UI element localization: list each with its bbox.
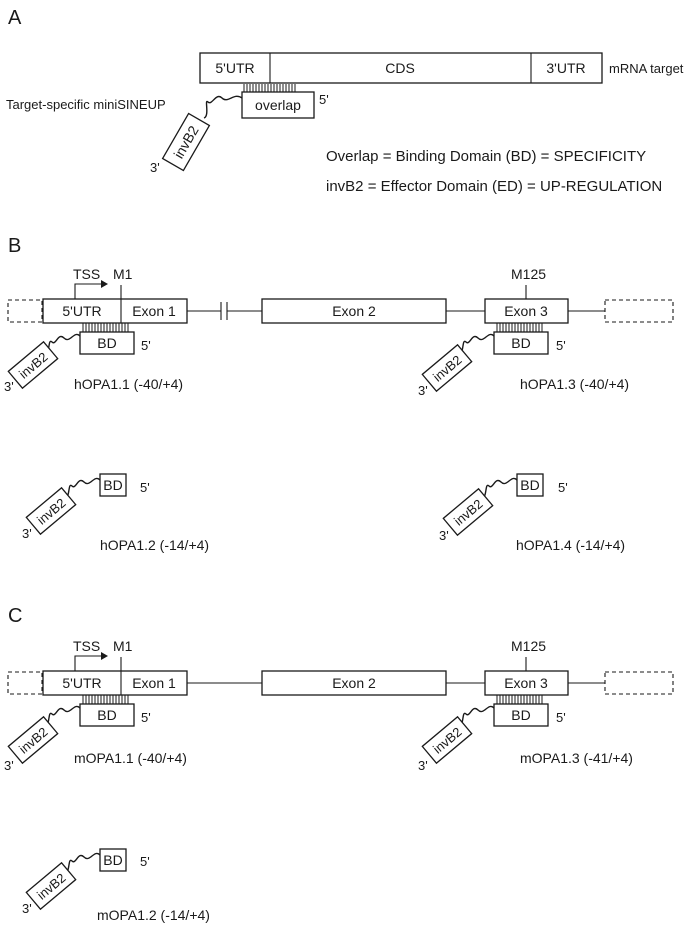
panel-a-letter: A <box>8 7 22 29</box>
exon2-label: Exon 2 <box>332 675 376 691</box>
exon3-label: Exon 3 <box>504 675 548 691</box>
construct-hopa1-4: BD 5' invB2 3' hOPA1.4 (-14/+4) <box>439 474 625 553</box>
tss-arrow-line <box>75 656 101 671</box>
exon3-label: Exon 3 <box>504 303 548 319</box>
three-prime-label: 3' <box>4 758 14 773</box>
mouse-opa1-gene: 5'UTR Exon 1 Exon 2 Exon 3 TSS M1 M125 <box>8 638 673 695</box>
panel-a: A 5'UTR CDS 3'UTR mRNA target overlap 5'… <box>6 7 684 195</box>
construct-hopa1-2: BD 5' invB2 3' hOPA1.2 (-14/+4) <box>22 474 209 553</box>
five-prime-label: 5' <box>140 480 150 495</box>
construct-label: Target-specific miniSINEUP <box>6 97 166 112</box>
upstream-dashed-box <box>8 300 42 322</box>
construct-hopa1-3: BD 5' invB2 3' hOPA1.3 (-40/+4) <box>418 323 629 398</box>
linker-squiggle <box>66 478 100 498</box>
invb2-element: invB2 <box>8 342 57 388</box>
tss-label: TSS <box>73 638 100 654</box>
invb2-element: invB2 <box>422 717 471 763</box>
exon2-label: Exon 2 <box>332 303 376 319</box>
m1-label: M1 <box>113 638 133 654</box>
invb2-definition: invB2 = Effector Domain (ED) = UP-REGULA… <box>326 178 662 195</box>
mrna-target: 5'UTR CDS 3'UTR mRNA target <box>200 53 684 83</box>
five-prime-label: 5' <box>556 710 566 725</box>
tss-arrow-head <box>101 280 108 288</box>
construct-name: hOPA1.2 (-14/+4) <box>100 537 209 553</box>
five-prime-label: 5' <box>558 480 568 495</box>
construct-name: mOPA1.1 (-40/+4) <box>74 750 187 766</box>
three-prime-label: 3' <box>418 383 428 398</box>
bd-hatching <box>83 323 128 332</box>
utr5-label: 5'UTR <box>62 675 101 691</box>
linker-squiggle <box>204 96 242 118</box>
bd-hatching <box>497 323 542 332</box>
tss-arrow-line <box>75 284 101 299</box>
construct-mopa1-2: BD 5' invB2 3' mOPA1.2 (-14/+4) <box>22 849 210 923</box>
overlap-hatching <box>244 84 295 92</box>
bd-label: BD <box>511 707 530 723</box>
minisineup-construct: overlap 5' invB2 3' Target-specific mini… <box>6 84 329 175</box>
three-prime-label: 3' <box>22 526 32 541</box>
mrna-cds-label: CDS <box>385 60 415 76</box>
downstream-dashed-box <box>605 300 673 322</box>
bd-label: BD <box>520 477 539 493</box>
linker-squiggle <box>460 334 494 354</box>
invb2-three-prime: 3' <box>150 160 160 175</box>
construct-name: mOPA1.2 (-14/+4) <box>97 907 210 923</box>
m1-label: M1 <box>113 266 133 282</box>
panel-c-letter: C <box>8 605 22 627</box>
construct-name: hOPA1.4 (-14/+4) <box>516 537 625 553</box>
upstream-dashed-box <box>8 672 42 694</box>
overlap-five-prime: 5' <box>319 92 329 107</box>
bd-label: BD <box>97 335 116 351</box>
construct-mopa1-3: BD 5' invB2 3' mOPA1.3 (-41/+4) <box>418 695 633 773</box>
bd-label: BD <box>103 852 122 868</box>
construct-mopa1-1: BD 5' invB2 3' mOPA1.1 (-40/+4) <box>4 695 187 773</box>
bd-hatching <box>497 695 542 704</box>
tss-label: TSS <box>73 266 100 282</box>
bd-hatching <box>83 695 128 704</box>
exon1-label: Exon 1 <box>132 303 176 319</box>
m125-label: M125 <box>511 266 546 282</box>
overlap-label: overlap <box>255 97 301 113</box>
construct-name: hOPA1.3 (-40/+4) <box>520 376 629 392</box>
panel-b-letter: B <box>8 235 21 257</box>
construct-name: mOPA1.3 (-41/+4) <box>520 750 633 766</box>
mrna-utr3-label: 3'UTR <box>546 60 585 76</box>
five-prime-label: 5' <box>141 710 151 725</box>
bd-label: BD <box>511 335 530 351</box>
bd-label: BD <box>103 477 122 493</box>
overlap-definition: Overlap = Binding Domain (BD) = SPECIFIC… <box>326 148 646 165</box>
human-opa1-gene: 5'UTR Exon 1 Exon 2 Exon 3 TSS M1 M125 <box>8 266 673 323</box>
linker-squiggle <box>46 706 80 726</box>
panel-b: B 5'UTR Exon 1 Exon 2 Exon 3 TSS M1 M <box>4 235 673 553</box>
invb2-element: invB2 <box>8 717 57 763</box>
construct-hopa1-1: BD 5' invB2 3' hOPA1.1 (-40/+4) <box>4 323 183 394</box>
five-prime-label: 5' <box>141 338 151 353</box>
panel-c: C 5'UTR Exon 1 Exon 2 Exon 3 TSS M1 M125 <box>4 605 673 923</box>
three-prime-label: 3' <box>439 528 449 543</box>
tss-arrow-head <box>101 652 108 660</box>
five-prime-label: 5' <box>140 854 150 869</box>
bd-label: BD <box>97 707 116 723</box>
three-prime-label: 3' <box>22 901 32 916</box>
utr5-label: 5'UTR <box>62 303 101 319</box>
invb2-element: invB2 <box>163 113 210 170</box>
invb2-element: invB2 <box>422 345 471 391</box>
linker-squiggle <box>460 706 494 726</box>
mrna-utr5-label: 5'UTR <box>215 60 254 76</box>
three-prime-label: 3' <box>418 758 428 773</box>
downstream-dashed-box <box>605 672 673 694</box>
linker-squiggle <box>66 853 100 873</box>
exon1-label: Exon 1 <box>132 675 176 691</box>
five-prime-label: 5' <box>556 338 566 353</box>
construct-name: hOPA1.1 (-40/+4) <box>74 376 183 392</box>
m125-label: M125 <box>511 638 546 654</box>
mrna-target-label: mRNA target <box>609 61 684 76</box>
linker-squiggle <box>483 478 517 498</box>
three-prime-label: 3' <box>4 379 14 394</box>
